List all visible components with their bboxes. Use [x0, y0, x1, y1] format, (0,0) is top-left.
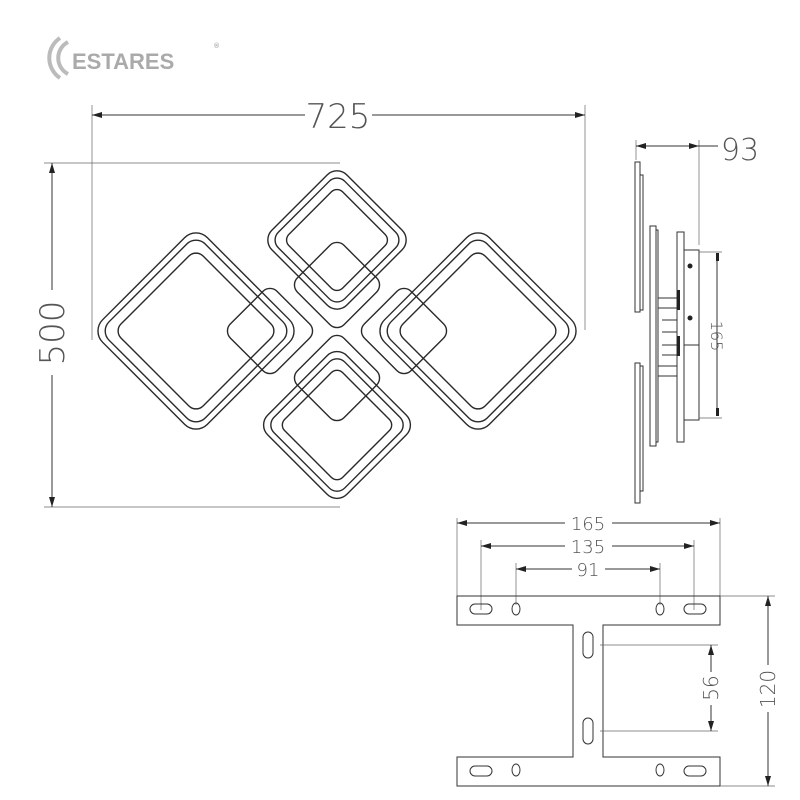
right-ring [379, 232, 577, 430]
bottom-ring [262, 350, 412, 500]
slot-spacing-label: 135 [571, 537, 605, 558]
width-dimension-label: 725 [306, 97, 371, 137]
left-ring [97, 232, 295, 430]
logo-registered-mark: ® [214, 42, 220, 50]
hole-spacing-label: 91 [577, 560, 600, 581]
depth-dimension-label: 93 [721, 133, 759, 168]
vertical-slot-spacing-label: 56 [699, 675, 723, 700]
brand-logo: ESTARES ® [47, 36, 220, 80]
front-view: 725 500 [33, 97, 586, 508]
height-dimension-label: 500 [33, 301, 73, 366]
bracket-outer-width-label: 165 [571, 514, 605, 535]
side-bracket-dimension-label: 165 [707, 321, 726, 352]
logo-text: ESTARES [72, 49, 174, 74]
bracket-height-label: 120 [756, 670, 780, 708]
center-connector-rings [226, 241, 448, 422]
bracket-view: 165 135 91 56 120 [456, 514, 780, 787]
top-ring [267, 170, 407, 310]
side-view: 93 165 [634, 133, 759, 504]
